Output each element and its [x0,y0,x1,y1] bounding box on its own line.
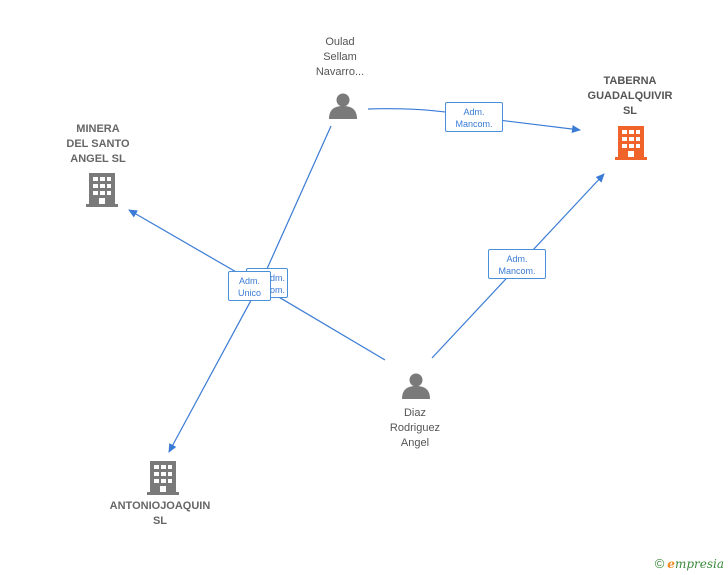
empresia-watermark: ©empresia [655,556,724,571]
edge-label-oulad-taberna[interactable]: Adm. Mancom. [445,102,503,132]
edge-label-line: Adm. [506,254,528,264]
node-label-line: Navarro... [315,66,365,78]
person-icon[interactable] [402,373,430,400]
node-label-minera[interactable]: MINERA DEL SANTO ANGEL SL [48,122,148,167]
building-icon[interactable] [615,126,647,160]
node-label-line: Oulad [325,36,355,48]
node-label-line: Rodriguez [389,422,441,434]
copyright-icon: © [654,556,665,571]
building-icon[interactable] [147,461,179,495]
edge-label-line: Mancom. [455,119,493,129]
node-label-line: SL [152,515,168,527]
edge-antonio-link [168,279,263,453]
edge-label-line: Adm. [263,273,285,283]
edge-label-line: Adm. [463,107,485,117]
node-label-line: DEL SANTO [66,138,130,150]
node-label-line: Diaz [403,407,426,419]
node-label-line: ANGEL SL [70,153,126,165]
node-label-line: Angel [400,437,430,449]
edge-label-line: Mancom. [498,266,536,276]
edge-label-line: Unico [237,288,261,298]
edge-oulad-antonio [261,125,332,281]
node-label-taberna[interactable]: TABERNA GUADALQUIVIR SL [572,74,688,119]
node-label-line: Sellam [323,51,357,63]
edge-label-diaz-minera[interactable]: Adm. Unico [228,271,271,301]
node-label-line: SL [622,105,638,117]
brand-initial: e [667,557,675,571]
node-label-antonio[interactable]: ANTONIOJOAQUIN SL [95,499,225,529]
person-icon[interactable] [329,93,357,120]
edge-hub-minera [128,209,251,281]
brand-name: empresia [667,557,724,571]
node-label-line: ANTONIOJOAQUIN [109,500,211,512]
edge-label-diaz-taberna[interactable]: Adm. Mancom. [488,249,546,279]
node-label-line: MINERA [76,123,120,135]
node-label-oulad[interactable]: Oulad Sellam Navarro... [290,35,390,80]
node-label-line: TABERNA [603,75,657,87]
node-label-diaz[interactable]: Diaz Rodriguez Angel [365,406,465,451]
brand-rest: mpresia [674,557,724,571]
building-icon[interactable] [86,173,118,207]
node-label-line: GUADALQUIVIR [587,90,673,102]
edge-label-line: Adm. [238,276,260,286]
